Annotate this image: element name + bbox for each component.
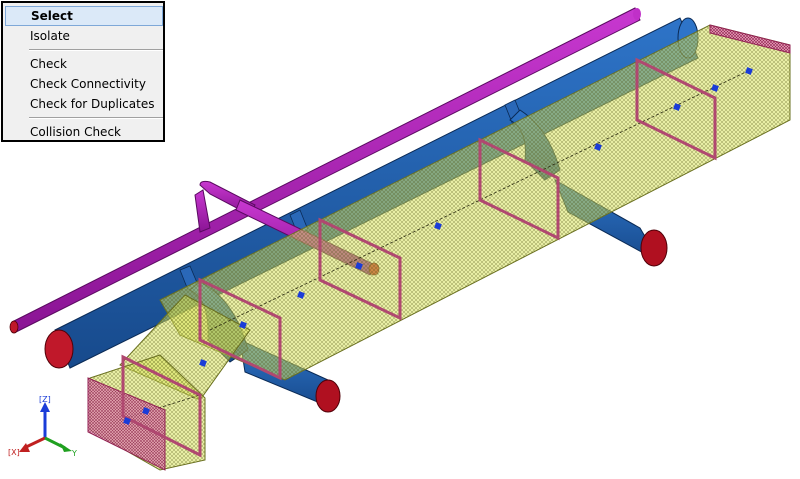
axis-x-label: [X]: [8, 448, 20, 457]
hvac-duct[interactable]: [89, 24, 791, 471]
context-menu: Select Isolate Check Check Connectivity …: [1, 1, 165, 142]
axis-y-label: Y: [71, 449, 77, 458]
menu-item-isolate[interactable]: Isolate: [30, 29, 70, 43]
duct-flange-4: [478, 137, 560, 241]
menu-item-select[interactable]: Select: [5, 6, 163, 26]
menu-item-check-connectivity[interactable]: Check Connectivity: [30, 77, 146, 91]
duct-flange-1: [121, 354, 202, 458]
axis-triad: [Z] [X] Y: [8, 395, 77, 458]
duct-flange-far: [709, 24, 791, 54]
axis-z-label: [Z]: [39, 395, 51, 404]
menu-item-check[interactable]: Check: [30, 57, 67, 71]
duct-flange-3: [318, 217, 402, 321]
menu-separator: [29, 49, 163, 51]
menu-separator: [29, 117, 163, 119]
duct-flange-5: [635, 57, 717, 161]
menu-item-collision-check[interactable]: Collision Check: [30, 125, 121, 139]
menu-item-check-for-duplicates[interactable]: Check for Duplicates: [30, 97, 155, 111]
node-markers[interactable]: [123, 67, 753, 425]
duct-flange-2: [198, 277, 282, 381]
